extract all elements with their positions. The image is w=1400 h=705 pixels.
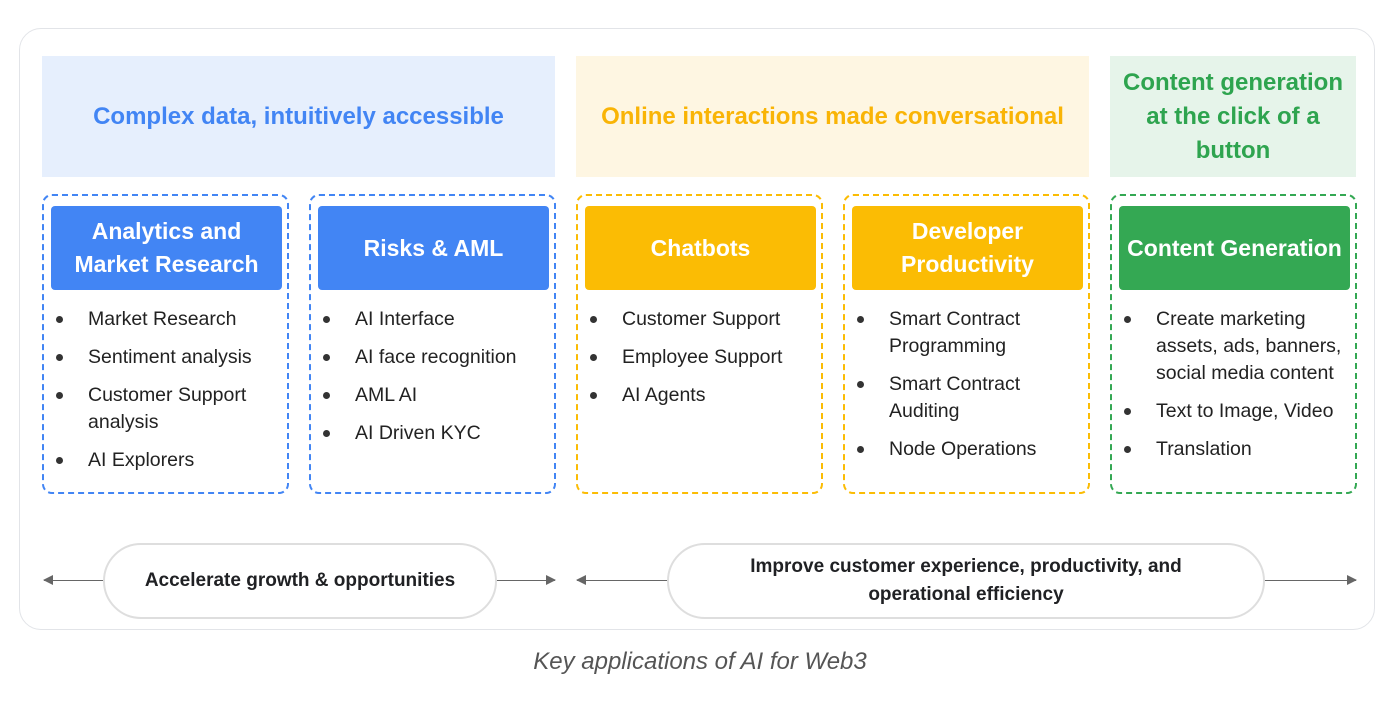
list-item: Translation [1120,436,1352,463]
header-conversational-text: Online interactions made conversational [601,102,1064,130]
list-item-text: AI Driven KYC [355,422,481,444]
bullet-list-analytics: Market Research Sentiment analysis Custo… [52,306,284,485]
arrow-right-2 [1263,575,1357,585]
arrow-right-1 [494,575,556,585]
outcome-pill-growth: Accelerate growth & opportunities [103,543,497,619]
arrow-left-2 [576,575,669,585]
list-item-text: Smart Contract Auditing [889,373,1021,422]
list-item: Text to Image, Video [1120,398,1352,425]
list-item: AI face recognition [319,344,551,371]
list-item: AI Agents [586,382,818,409]
list-item-text: Employee Support [622,346,783,368]
list-item: Market Research [52,306,284,333]
bullet-dot [590,392,597,399]
list-item-text: AI face recognition [355,346,517,368]
bullet-dot [56,316,63,323]
header-content-generation: Content generation at the click of a but… [1110,56,1356,177]
list-item: Smart Contract Programming [853,306,1085,360]
list-item-text: Sentiment analysis [88,346,252,368]
list-item: Sentiment analysis [52,344,284,371]
bullet-list-risks-aml: AI Interface AI face recognition AML AI … [319,306,551,458]
list-item: Customer Support [586,306,818,333]
bullet-dot [857,381,864,388]
list-item-text: Create marketing assets, ads, banners, s… [1156,308,1342,384]
bullet-dot [56,392,63,399]
bullet-dot [56,457,63,464]
bullet-dot [857,316,864,323]
outcome-pill-experience: Improve customer experience, productivit… [667,543,1265,619]
outcome-text-experience: Improve customer experience, productivit… [750,556,1182,605]
outcome-text-growth: Accelerate growth & opportunities [144,570,456,591]
bullet-list-developer-productivity: Smart Contract Programming Smart Contrac… [853,306,1085,474]
header-content-generation-text: Content generation at the click of a but… [1123,68,1343,164]
bullet-dot [590,316,597,323]
bullet-dot [1124,408,1131,415]
bullet-dot [323,392,330,399]
arrow-right-icon [546,575,556,585]
card-chatbots: Chatbots Customer Support Employee Suppo… [576,194,823,494]
header-conversational: Online interactions made conversational [576,56,1089,177]
list-item-text: Node Operations [889,438,1037,460]
bullet-dot [1124,446,1131,453]
bullet-dot [56,354,63,361]
card-risks-aml: Risks & AML AI Interface AI face recogni… [309,194,556,494]
list-item-text: AI Interface [355,308,455,330]
list-item-text: Market Research [88,308,237,330]
arrow-left-icon [43,575,53,585]
list-item-text: Customer Support analysis [88,384,247,433]
list-item: Employee Support [586,344,818,371]
list-item-text: Text to Image, Video [1156,400,1334,422]
list-item: Node Operations [853,436,1085,463]
bullet-dot [323,430,330,437]
arrow-right-icon [1347,575,1357,585]
list-item-text: AI Explorers [88,449,195,471]
figure-caption: Key applications of AI for Web3 [533,648,867,675]
card-title-analytics: Analytics and Market Research [51,206,282,290]
bullet-dot [323,316,330,323]
bullet-dot [857,446,864,453]
bullet-dot [1124,316,1131,323]
bullet-list-content-generation: Create marketing assets, ads, banners, s… [1120,306,1352,474]
diagram-frame [19,28,1375,630]
card-title-developer-productivity: Developer Productivity [852,206,1083,290]
bullet-list-chatbots: Customer Support Employee Support AI Age… [586,306,818,420]
list-item-text: AML AI [355,384,418,406]
list-item: Create marketing assets, ads, banners, s… [1120,306,1352,387]
arrow-left-icon [576,575,586,585]
card-title-content-generation: Content Generation [1119,206,1350,290]
card-title-risks-aml: Risks & AML [318,206,549,290]
list-item: Smart Contract Auditing [853,371,1085,425]
card-title-chatbots: Chatbots [585,206,816,290]
bullet-dot [323,354,330,361]
list-item: Customer Support analysis [52,382,284,436]
header-data-access: Complex data, intuitively accessible [42,56,555,177]
list-item-text: Smart Contract Programming [889,308,1021,357]
list-item: AI Interface [319,306,551,333]
list-item: AML AI [319,382,551,409]
list-item-text: Translation [1156,438,1252,460]
card-developer-productivity: Developer Productivity Smart Contract Pr… [843,194,1090,494]
arrow-left-1 [43,575,106,585]
card-content-generation: Content Generation Create marketing asse… [1110,194,1357,494]
list-item-text: Customer Support [622,308,781,330]
list-item: AI Explorers [52,447,284,474]
bullet-dot [590,354,597,361]
card-analytics: Analytics and Market Research Market Res… [42,194,289,494]
list-item: AI Driven KYC [319,420,551,447]
header-data-access-text: Complex data, intuitively accessible [93,102,504,130]
list-item-text: AI Agents [622,384,706,406]
